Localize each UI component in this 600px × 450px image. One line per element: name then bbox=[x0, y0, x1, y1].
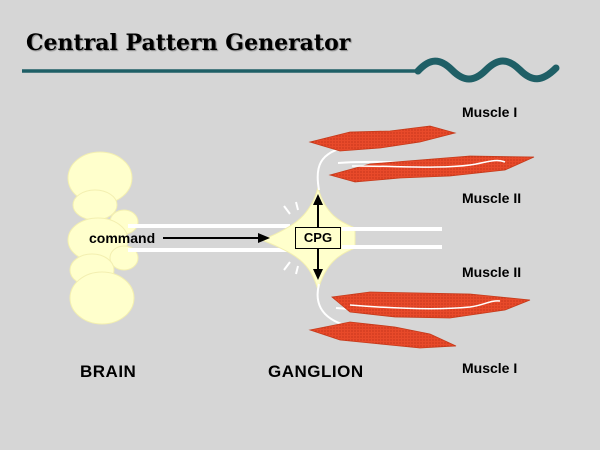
muscle-i-top bbox=[308, 125, 457, 152]
page-title: Central Pattern Generator bbox=[26, 30, 351, 56]
title-rule bbox=[22, 57, 560, 83]
command-arrow bbox=[163, 233, 270, 243]
command-label: command bbox=[89, 230, 156, 246]
muscle-ii-top bbox=[328, 155, 535, 183]
muscle-ii-top-label: Muscle II bbox=[462, 190, 522, 206]
muscle-i-bottom bbox=[308, 321, 457, 349]
brain-nerve-tract bbox=[128, 224, 290, 252]
ganglion-output-nerves bbox=[342, 227, 442, 249]
brain-label: BRAIN bbox=[80, 362, 137, 381]
muscle-ii-bottom bbox=[331, 291, 531, 319]
ganglion-label: GANGLION bbox=[268, 362, 364, 381]
cpg-down-arrow bbox=[313, 249, 323, 280]
muscle-i-bottom-label: Muscle I bbox=[462, 360, 518, 376]
cpg-box: CPG bbox=[295, 227, 341, 249]
muscle-ii-bottom-label: Muscle II bbox=[462, 264, 522, 280]
cpg-up-arrow bbox=[313, 194, 323, 228]
muscle-i-top-label: Muscle I bbox=[462, 104, 518, 120]
